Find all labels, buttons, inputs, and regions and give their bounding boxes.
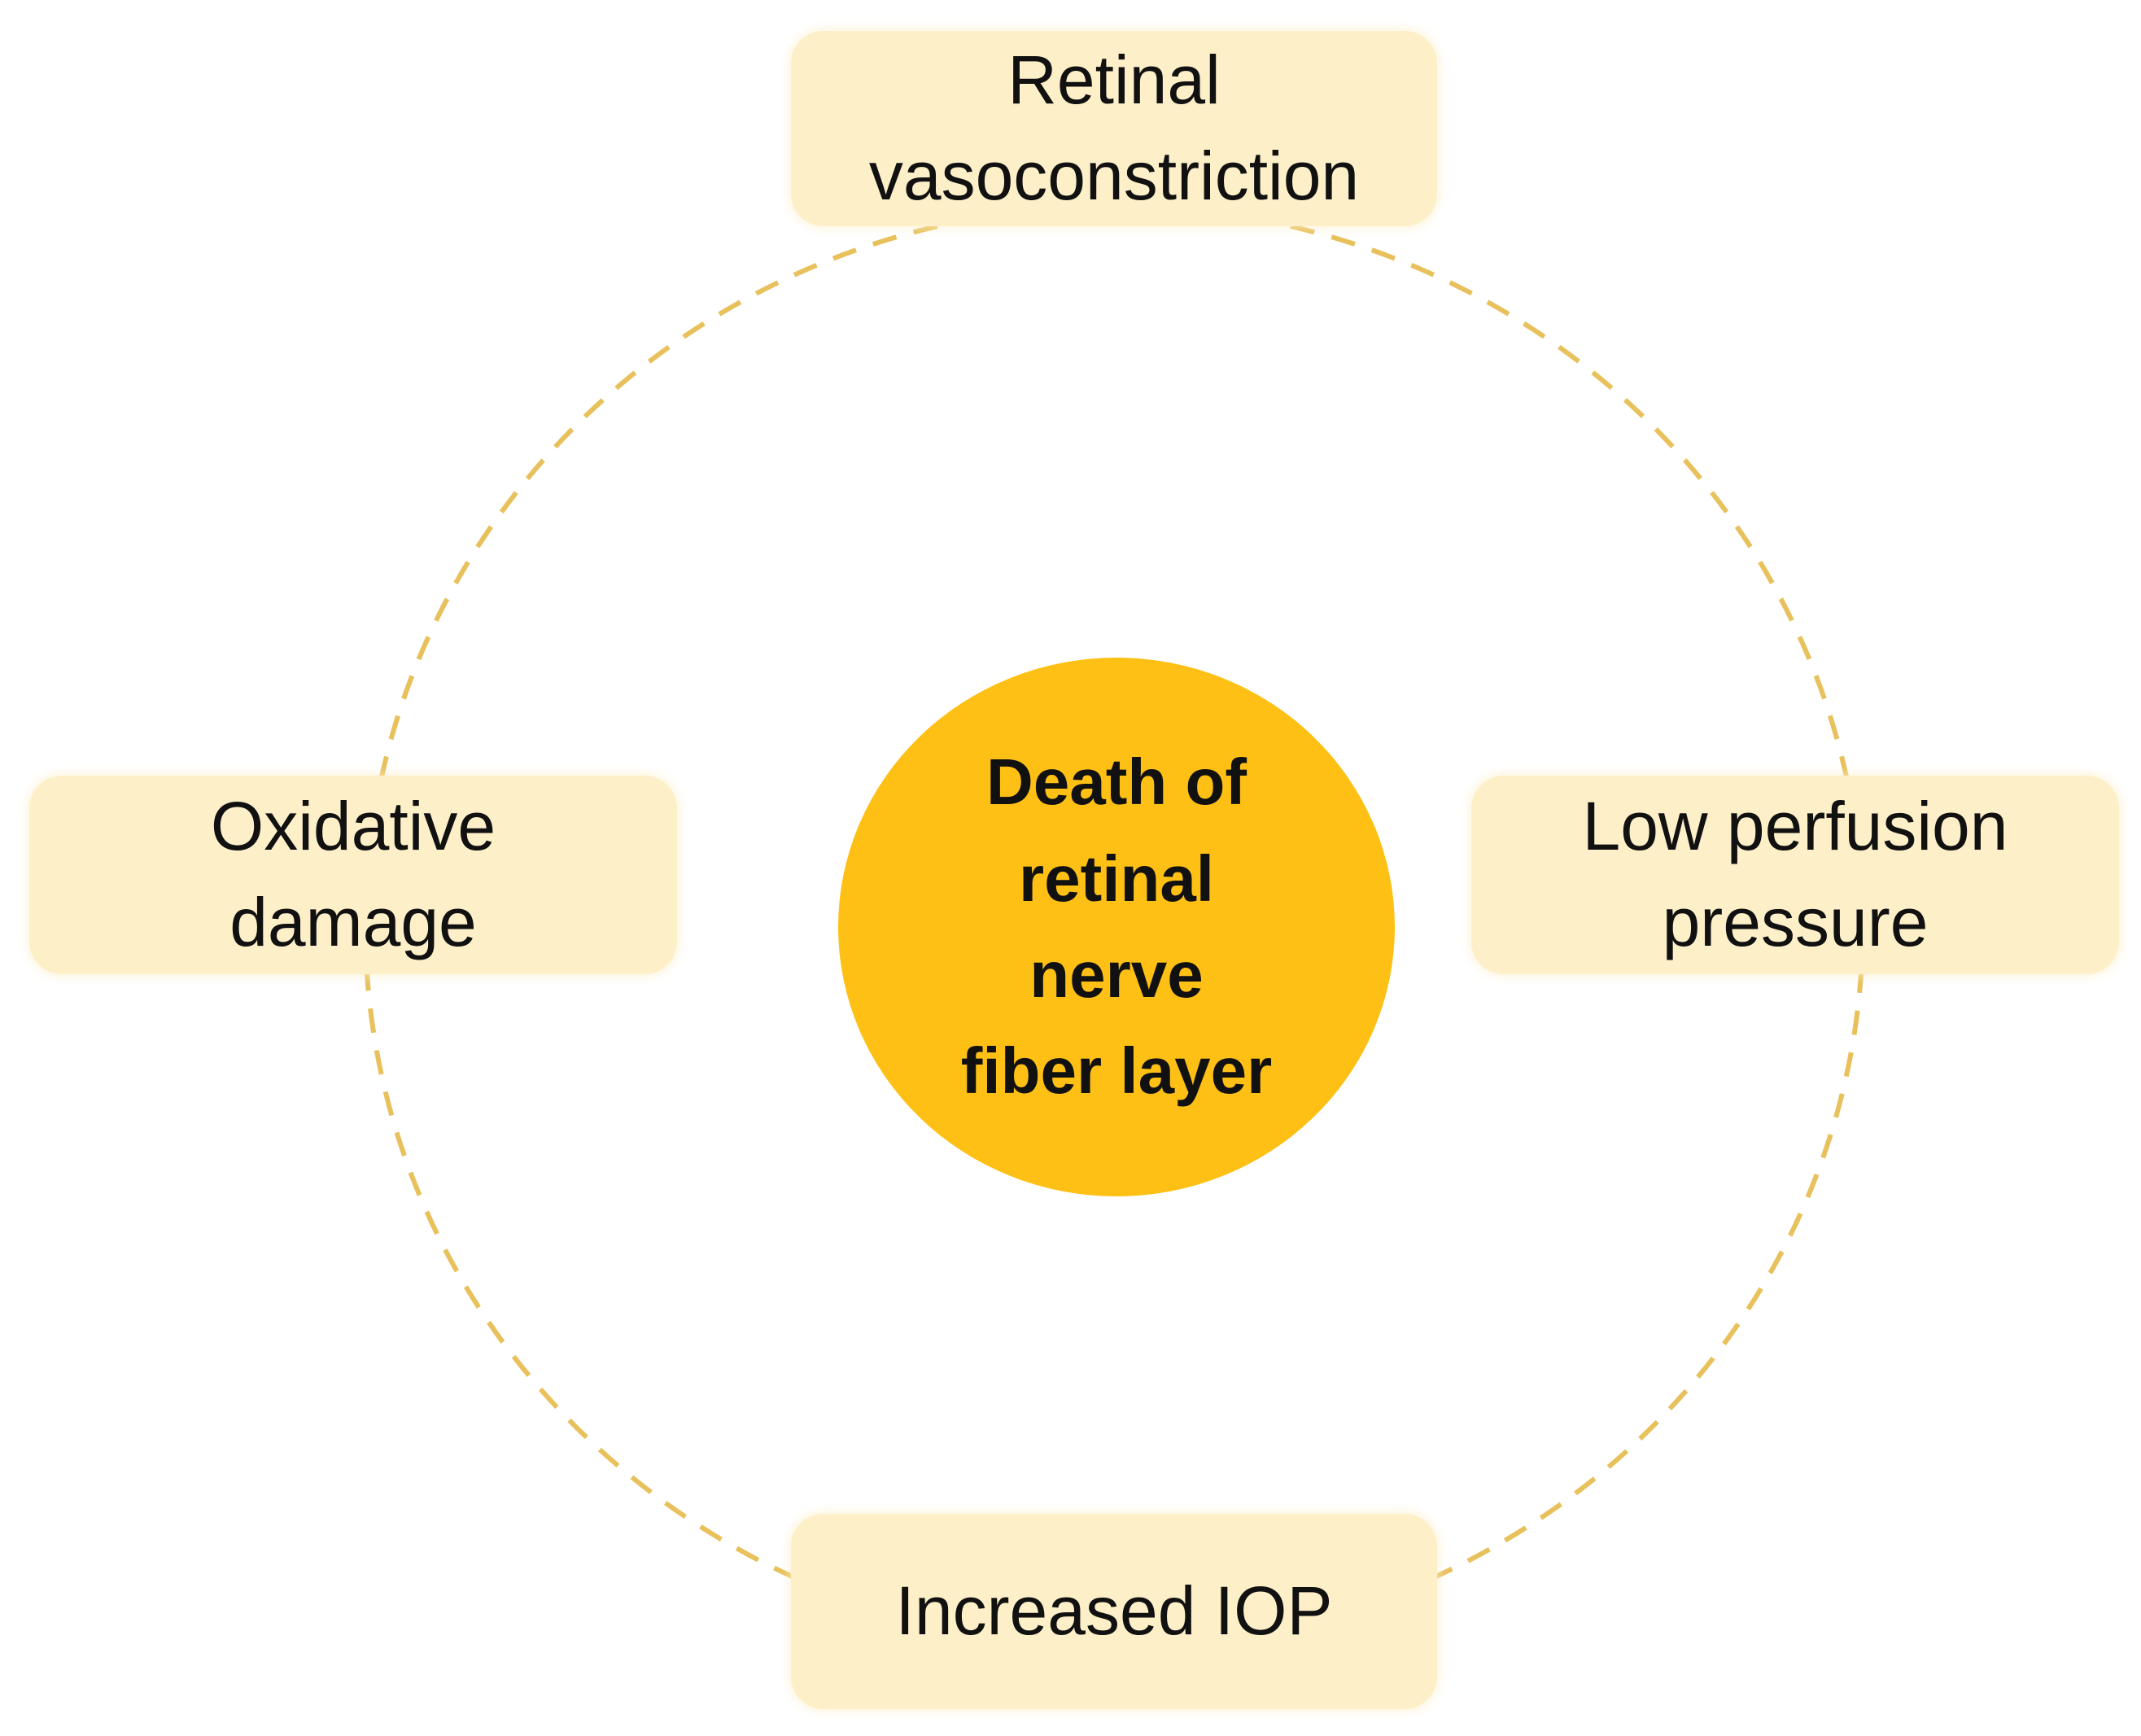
node-increased-iop: Increased IOP [791, 1514, 1437, 1709]
node-label-line: vasoconstriction [868, 138, 1360, 214]
center-circle-death-of-rnfl: Death of retinal nerve fiber layer [838, 658, 1395, 1196]
center-label-line: retinal [1018, 842, 1215, 915]
node-label-line: Retinal [1007, 42, 1221, 119]
node-label-line: Low perfusion [1582, 788, 2008, 865]
center-label-line: nerve [1029, 938, 1204, 1011]
node-label: Retinal vasoconstriction [869, 33, 1359, 224]
node-label-line: Oxidative [210, 788, 496, 865]
node-label: Oxidative damage [211, 779, 496, 970]
center-label-line: fiber layer [960, 1034, 1273, 1108]
node-label-line: Increased IOP [895, 1572, 1333, 1650]
node-low-perfusion-pressure: Low perfusion pressure [1471, 776, 2119, 974]
node-oxidative-damage: Oxidative damage [29, 776, 677, 974]
node-label: Increased IOP [896, 1563, 1333, 1659]
node-retinal-vasoconstriction: Retinal vasoconstriction [791, 31, 1437, 226]
node-label-line: damage [229, 884, 477, 960]
center-label-line: Death of [985, 746, 1247, 819]
center-label: Death of retinal nerve fiber layer [961, 734, 1272, 1120]
node-label-line: pressure [1662, 884, 1929, 960]
node-label: Low perfusion pressure [1583, 779, 2008, 970]
